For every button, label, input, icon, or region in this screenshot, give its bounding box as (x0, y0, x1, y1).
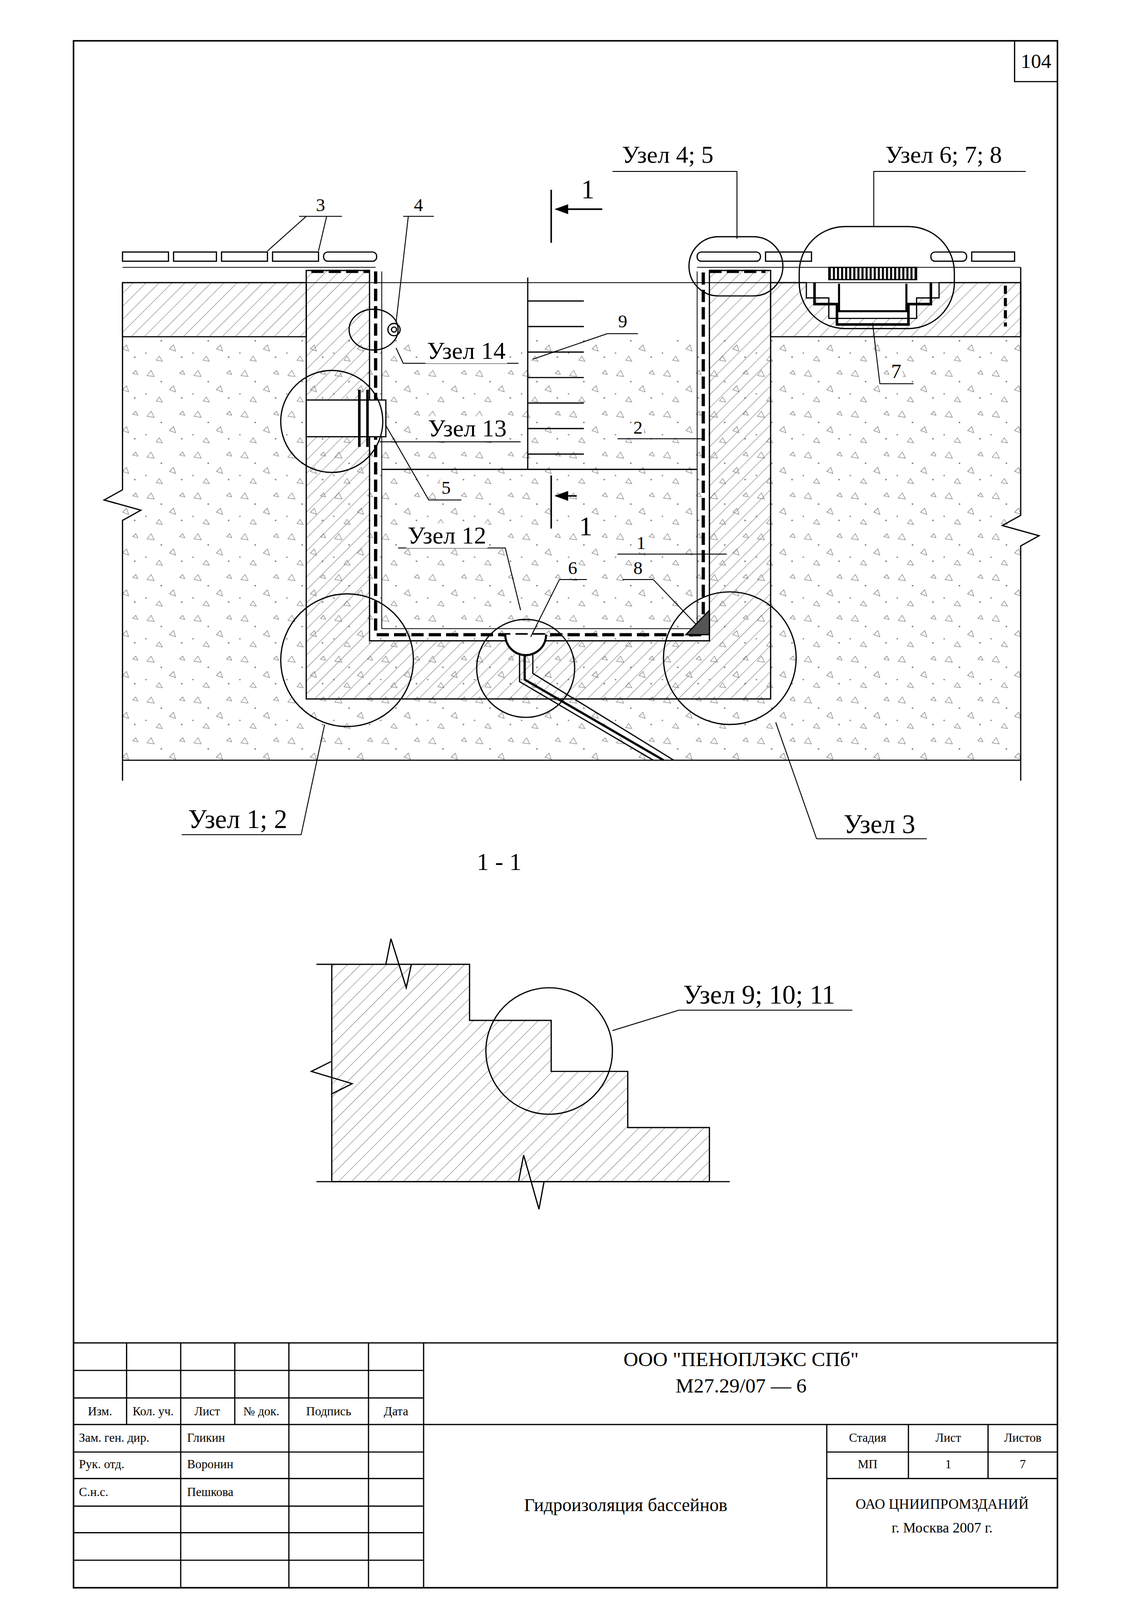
water-level (381, 468, 698, 471)
callout-text: Рук. отд. (77, 1458, 126, 1471)
detail-circle (485, 987, 613, 1115)
callout-text: № док. (241, 1405, 281, 1418)
callout-text: 1 (634, 534, 647, 553)
callout-text: Гидроизоляция бассейнов (522, 1496, 729, 1515)
callout-text: ООО "ПЕНОПЛЭКС СПб" (622, 1349, 861, 1371)
callout-text: 6 (566, 559, 579, 578)
ground-line (122, 759, 1021, 762)
leader-lines (181, 171, 1026, 1031)
callout-text: 3 (314, 196, 327, 215)
callout-text: 9 (616, 312, 629, 331)
callout-text: Дата (382, 1405, 411, 1418)
callout-text: 2 (632, 418, 644, 437)
title-block (73, 1343, 1058, 1589)
callout-text: 4 (412, 196, 425, 215)
callout-text: С.н.с. (77, 1486, 110, 1499)
gutter-liner (839, 283, 907, 312)
break-lines (311, 939, 731, 1210)
waterproofing-membrane (375, 271, 704, 635)
bottom-drain (505, 634, 547, 656)
callout-text: Стадия (847, 1432, 888, 1445)
callout-text: Воронин (185, 1458, 235, 1471)
callout-text: Зам. ген. дир. (77, 1432, 151, 1445)
page-number-box (1014, 41, 1058, 83)
callout-text: 5 (440, 478, 452, 498)
callout-text: М27.29/07 — 6 (674, 1376, 808, 1397)
screed-lines (122, 267, 1021, 283)
section-mark (551, 475, 577, 529)
drain-pipe (519, 653, 674, 761)
node-callout: Узел 9; 10; 11 (681, 981, 837, 1009)
callout-text: Листов (1002, 1432, 1044, 1445)
callout-text: 8 (632, 559, 644, 578)
corner-fillet (685, 610, 710, 635)
break-line-left (103, 282, 141, 781)
drawing-lines (73, 41, 1058, 1589)
detail-circle (476, 619, 575, 718)
callout-text: 1 (943, 1458, 953, 1471)
sheet-frame (73, 41, 1058, 1589)
section-arrow (556, 205, 568, 214)
callout-text: Изм. (86, 1405, 114, 1418)
light-fitting (391, 327, 397, 333)
tiles (122, 252, 1015, 262)
pool-bowl (306, 270, 771, 700)
node-callout: Узел 6; 7; 8 (883, 142, 1004, 168)
callout-text: 7 (889, 361, 903, 382)
node-callout: Узел 4; 5 (620, 142, 716, 168)
break-line-right (1002, 267, 1040, 781)
node-callout: Узел 14 (425, 338, 507, 364)
soil-fill (122, 337, 1021, 761)
node-callout: Узел 12 (406, 523, 488, 549)
callout-text: 104 (1019, 51, 1053, 72)
stair-section (331, 964, 710, 1183)
section-arrow (556, 492, 568, 501)
node-callout: Узел 13 (426, 416, 509, 442)
detail-outline (689, 236, 784, 296)
detail-circle (348, 309, 398, 351)
callout-text: г. Москва 2007 г. (890, 1521, 994, 1536)
callout-text: 7 (1018, 1458, 1028, 1471)
callout-text: ОАО ЦНИИПРОМЗДАНИЙ (854, 1497, 1031, 1512)
callout-text: Гликин (185, 1432, 227, 1445)
ladder (527, 277, 584, 470)
node-callout: 1 (577, 513, 594, 541)
wall-pipe (306, 399, 386, 437)
floor-slab-left (122, 282, 307, 338)
callout-text: Кол. уч. (131, 1405, 176, 1418)
node-callout: Узел 3 (841, 811, 917, 838)
detail-circle (280, 370, 384, 473)
waterproofing-edge (1003, 285, 1008, 328)
protective-layer (381, 271, 698, 629)
detail-circle (280, 593, 414, 727)
callout-text: Пешкова (185, 1486, 235, 1499)
callout-text: Лист (192, 1405, 222, 1418)
node-callout: Узел 1; 2 (186, 806, 289, 833)
callout-text: Подпись (304, 1405, 353, 1418)
detail-outline (799, 226, 955, 329)
callout-text: Лист (934, 1432, 963, 1445)
pipe-flange (359, 389, 368, 447)
drain-pipe (524, 655, 664, 761)
node-callout: 1 (579, 176, 596, 203)
waterproofing-top (311, 270, 766, 274)
gutter-waterproofing (814, 282, 931, 325)
node-callout: 1 - 1 (475, 850, 523, 875)
callout-text: МП (856, 1458, 879, 1471)
gutter-grating (828, 267, 917, 280)
